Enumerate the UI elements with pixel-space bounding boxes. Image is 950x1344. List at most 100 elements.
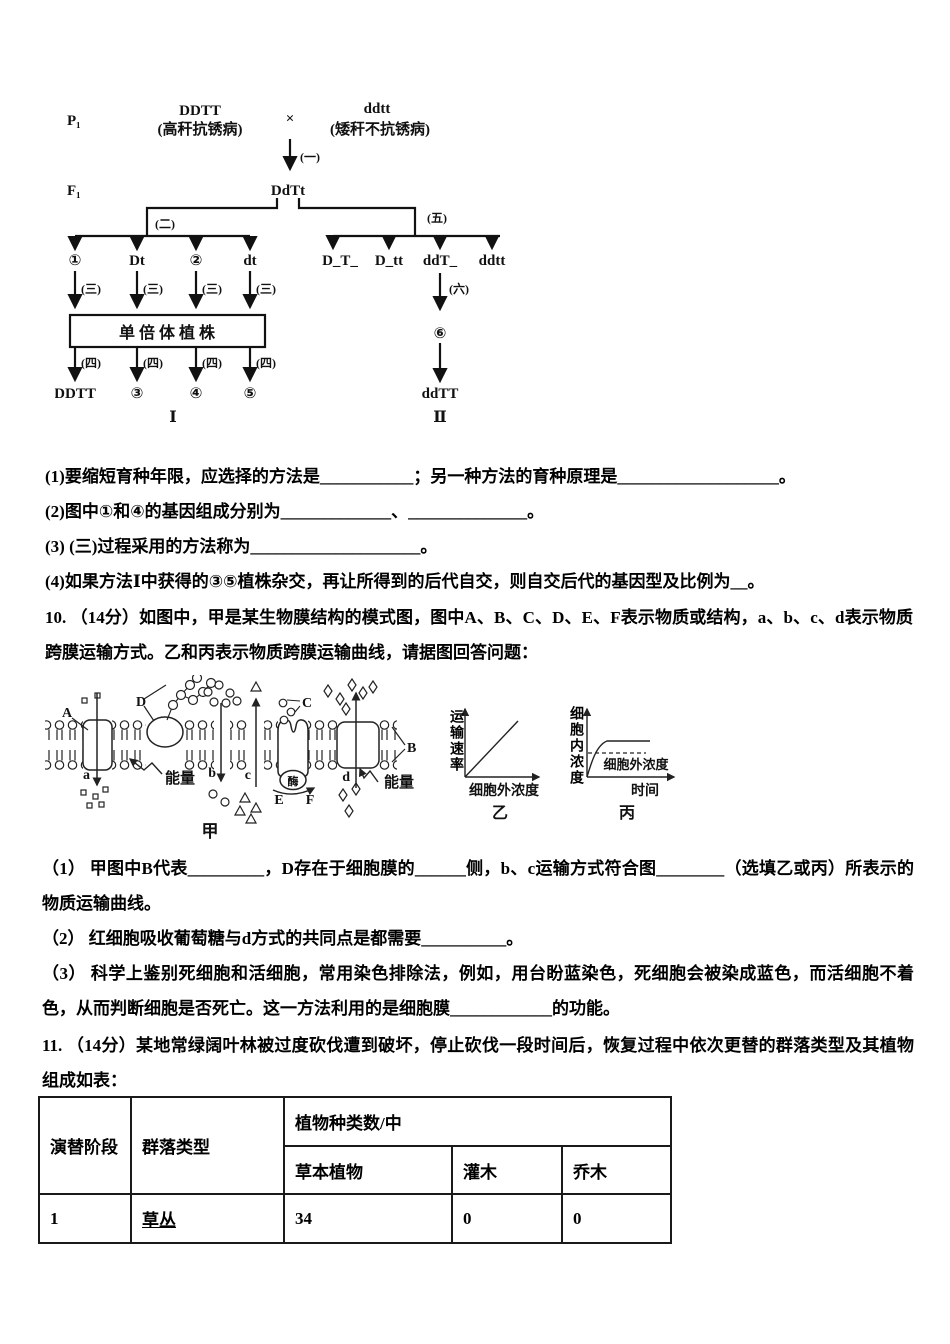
step4-label: (四) — [143, 356, 163, 370]
stage-header: 演替阶段 — [38, 1096, 132, 1195]
reaction-arrow — [272, 787, 316, 795]
q10-sub3: （3） 科学上鉴别死细胞和活细胞，常用染色排除法，例如，用台盼蓝染色，死细胞会被… — [42, 964, 914, 1018]
graph-bing-xlabel: 时间 — [631, 782, 659, 799]
plant-1: DDTT — [55, 386, 96, 402]
step4-label: (四) — [256, 356, 276, 370]
mode-d-label: d — [342, 770, 350, 785]
q10-heading-text: 10. （14分）如图中，甲是某生物膜结构的模式图，图中A、B、C、D、E、F表… — [45, 608, 913, 662]
q10-sub1: （1） 甲图中B代表_________，D存在于细胞膜的______侧，b、c运… — [42, 859, 914, 913]
haploid-box-label: 单 倍 体 植 株 — [119, 323, 216, 342]
energy-label-left: 能量 — [165, 769, 195, 787]
step5-label: (五) — [427, 211, 447, 225]
question-10-heading: 10. （14分）如图中，甲是某生物膜结构的模式图，图中A、B、C、D、E、F表… — [45, 600, 913, 670]
plant-4: ⑤ — [244, 386, 257, 402]
community-cell: 草丛 — [130, 1193, 285, 1244]
carrier-protein — [277, 719, 309, 778]
question-10-subquestions: （1） 甲图中B代表_________，D存在于细胞膜的______侧，b、c运… — [42, 851, 914, 1026]
tree-cell: 0 — [561, 1193, 672, 1244]
plant-2: ③ — [131, 386, 144, 402]
tree-header: 乔木 — [561, 1145, 672, 1195]
energy-pointer-left — [128, 758, 163, 775]
f2-class-3: ddT_ — [423, 253, 458, 269]
gamete-3: ② — [190, 253, 203, 269]
label-f-substance: F — [306, 793, 315, 808]
parent1-phenotype: (高秆抗锈病) — [158, 120, 243, 138]
label-d-structure: D — [136, 695, 146, 710]
label-e-substance: E — [274, 793, 283, 808]
membrane-figure: A a 能量 D b — [45, 675, 676, 841]
step4-label: (四) — [81, 356, 101, 370]
parent1-genotype: DDTT — [179, 103, 221, 119]
gamete-2: Dt — [129, 253, 145, 269]
graph-yi-xlabel: 细胞外浓度 — [469, 782, 540, 799]
q9-sub4: (4)如果方法Ⅰ中获得的③⑤植株杂交，再让所得到的后代自交，则自交后代的基因型及… — [45, 572, 765, 591]
method-2-label: Ⅱ — [433, 409, 446, 426]
enzyme-oval — [279, 769, 307, 791]
mode-c-label: c — [245, 768, 251, 783]
species-group-header: 植物种类数/中 — [283, 1096, 672, 1147]
particles-c-substrate — [278, 698, 296, 725]
particles-c — [233, 680, 263, 824]
q9-sub1: (1)要缩短育种年限，应选择的方法是___________；另一种方法的育种原理… — [45, 467, 796, 486]
enzyme-label: 酶 — [288, 774, 299, 788]
graph-bing-ylabel: 细胞内浓度 — [568, 706, 583, 786]
particles-b — [203, 680, 242, 807]
graph-bing: 细胞外浓度 时间 丙 — [582, 707, 676, 822]
f2-class-1: D_T_ — [322, 253, 358, 269]
gamete-4: dt — [243, 253, 256, 269]
graph-bing-caption: 丙 — [619, 804, 635, 822]
label-c-structure: C — [302, 696, 312, 711]
glycoprotein-d: D — [136, 675, 217, 748]
f1-label: F₁ — [67, 183, 81, 199]
shrub-header: 灌木 — [451, 1145, 563, 1195]
mode-b-label: b — [208, 766, 216, 781]
gamete-1: ① — [69, 253, 82, 269]
f2-class-4: ddtt — [479, 253, 506, 269]
particles-d — [323, 677, 378, 819]
circle-6: ⑥ — [434, 326, 447, 342]
mode-a-label: a — [83, 768, 90, 783]
saturation-curve — [586, 740, 650, 778]
succession-table: 演替阶段 群落类型 植物种类数/中 草本植物 灌木 乔木 1 草丛 34 0 0 — [38, 1096, 672, 1244]
question-9-blanks: (1)要缩短育种年限，应选择的方法是___________；另一种方法的育种原理… — [45, 459, 913, 599]
right-branch-line — [297, 198, 417, 236]
graph-yi-ylabel: 运输速率 — [448, 709, 463, 773]
channel-protein-d — [336, 721, 380, 769]
step2-label: (二) — [155, 217, 175, 231]
q9-sub2: (2)图中①和④的基因组成分别为_____________、__________… — [45, 502, 545, 521]
step3-label: (三) — [256, 282, 276, 296]
cross-symbol: × — [286, 111, 295, 127]
table-row: 1 草丛 34 0 0 — [38, 1193, 672, 1244]
energy-label-right: 能量 — [384, 773, 414, 791]
graph-yi-caption: 乙 — [492, 805, 508, 822]
community-header: 群落类型 — [130, 1096, 285, 1195]
graph-bing-dashed-label: 细胞外浓度 — [603, 757, 669, 772]
herb-header: 草本植物 — [283, 1145, 453, 1195]
q9-sub3: (3) (三)过程采用的方法称为____________________。 — [45, 537, 438, 556]
linear-rate-curve — [464, 720, 519, 778]
graph-yi: 细胞外浓度 乙 — [460, 707, 541, 822]
q11-heading-text: 11. （14分）某地常绿阔叶林被过度砍伐遭到破坏，停止砍伐一段时间后，恢复过程… — [42, 1036, 914, 1090]
phospholipid-bilayer — [45, 720, 397, 770]
step6-label: (六) — [449, 281, 469, 296]
f1-genotype: DdTt — [271, 183, 305, 199]
plant-3: ④ — [190, 386, 203, 402]
step3-label: (三) — [202, 282, 222, 296]
step3-label: (三) — [143, 282, 163, 296]
parent2-genotype: ddtt — [364, 101, 391, 117]
step4-label: (四) — [202, 356, 222, 370]
result-genotype: ddTT — [422, 386, 459, 402]
herb-cell: 34 — [283, 1193, 453, 1244]
membrane-caption: 甲 — [202, 822, 219, 841]
shrub-cell: 0 — [451, 1193, 563, 1244]
question-11-heading: 11. （14分）某地常绿阔叶林被过度砍伐遭到破坏，停止砍伐一段时间后，恢复过程… — [42, 1028, 914, 1098]
f2-class-2: D_tt — [375, 253, 403, 269]
step1-label: (一) — [300, 150, 320, 164]
stage-cell: 1 — [38, 1193, 132, 1244]
left-branch-line — [145, 198, 279, 236]
q10-sub2: （2） 红细胞吸收葡萄糖与d方式的共同点是都需要__________。 — [42, 929, 524, 948]
p1-label: P₁ — [67, 113, 81, 129]
energy-pointer-right — [359, 767, 379, 783]
haploid-plant-box — [68, 313, 267, 349]
